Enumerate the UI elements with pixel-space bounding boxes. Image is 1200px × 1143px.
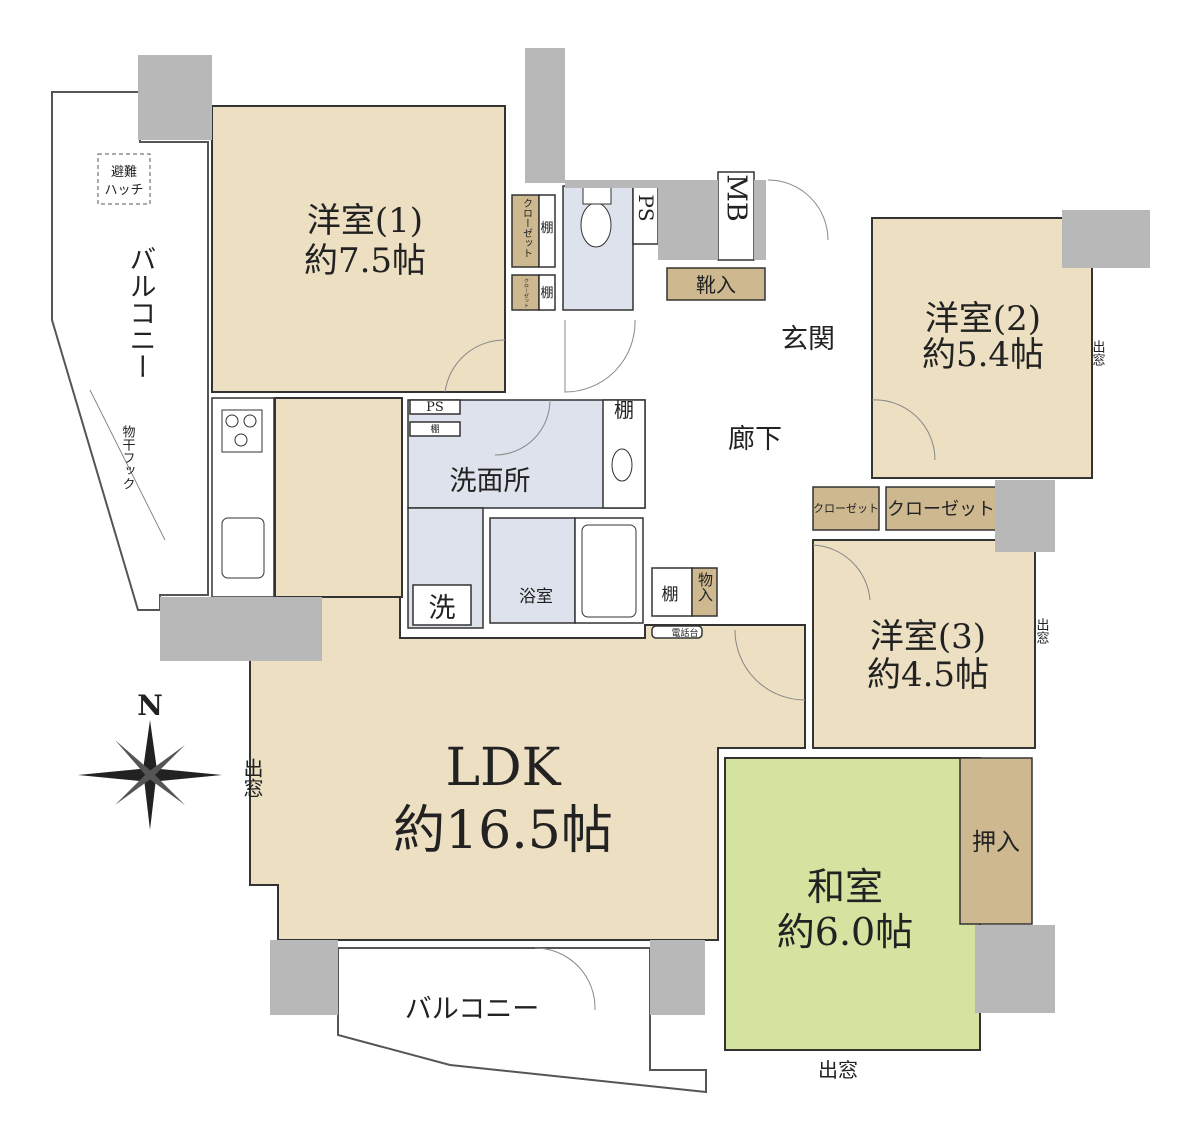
room-japanese-size: 約6.0帖 bbox=[777, 910, 913, 954]
shelf-label: 棚 bbox=[540, 221, 553, 236]
stove-icon bbox=[221, 409, 263, 453]
shelf-label-storage: 棚 bbox=[662, 585, 679, 605]
room-ldk bbox=[249, 596, 806, 941]
room-japanese-name: 和室 bbox=[807, 865, 883, 909]
shelf-label-washroom: 棚 bbox=[430, 423, 439, 435]
storage-label: 物入 bbox=[696, 572, 714, 602]
evac-hatch-label-1: 避難 bbox=[111, 165, 137, 180]
shelf-label: 棚 bbox=[540, 286, 553, 301]
ps-label-washroom: PS bbox=[426, 400, 444, 415]
bay-window-label-w3: 出窓 bbox=[1034, 618, 1050, 644]
shelf-label-hall: 棚 bbox=[614, 398, 634, 422]
mb-label: MB bbox=[721, 174, 752, 222]
oshiire-label: 押入 bbox=[972, 828, 1020, 856]
closet-w3 bbox=[812, 486, 880, 531]
compass-north-label: N bbox=[137, 689, 163, 722]
ps-label: PS bbox=[634, 194, 658, 221]
room-ldk-size: 約16.5帖 bbox=[393, 801, 613, 861]
evac-hatch bbox=[97, 153, 151, 205]
balcony-left-label: バルコニー bbox=[125, 245, 156, 380]
hallway-label: 廊下 bbox=[728, 424, 782, 455]
room-ldk-name: LDK bbox=[445, 738, 561, 798]
room-japanese bbox=[724, 757, 981, 1051]
closet-small-label: クローゼット bbox=[523, 278, 529, 308]
bay-window-label-ldk: 出窓 bbox=[240, 758, 264, 798]
bay-window-label-w2: 出窓 bbox=[1090, 340, 1106, 366]
room-western1 bbox=[211, 105, 506, 393]
entrance-label: 玄関 bbox=[781, 324, 835, 355]
washer-label: 洗 bbox=[429, 593, 456, 624]
closet-w3-label: クローゼット bbox=[813, 502, 879, 515]
kitchen-floor bbox=[274, 397, 403, 598]
shoe-storage-label: 靴入 bbox=[696, 273, 736, 297]
shoe-storage bbox=[666, 267, 766, 301]
closet-label: クローゼット bbox=[521, 198, 533, 258]
bathroom bbox=[489, 517, 576, 624]
compass-icon bbox=[78, 720, 222, 830]
room-western1-size: 約7.5帖 bbox=[304, 241, 426, 281]
room-western2-name: 洋室(2) bbox=[925, 299, 1041, 339]
room-western2-size: 約5.4帖 bbox=[922, 335, 1044, 375]
closet-w2 bbox=[885, 486, 997, 531]
room-western2 bbox=[871, 217, 1093, 479]
sink-icon bbox=[221, 517, 265, 579]
evac-hatch-label-2: ハッチ bbox=[104, 183, 143, 198]
bay-window-label-japanese: 出窓 bbox=[818, 1058, 858, 1082]
washroom-label: 洗面所 bbox=[450, 466, 531, 497]
balcony-bottom-label: バルコニー bbox=[405, 994, 539, 1025]
room-western3-size: 約4.5帖 bbox=[867, 655, 989, 695]
laundry-hook-label: 物干フック bbox=[120, 425, 136, 490]
room-western1-name: 洋室(1) bbox=[307, 201, 423, 241]
closet-w2-label: クローゼット bbox=[887, 499, 995, 520]
oshiire bbox=[959, 757, 1033, 925]
bathroom-label: 浴室 bbox=[519, 587, 553, 607]
room-western3-name: 洋室(3) bbox=[870, 617, 986, 657]
phone-stand-label: 電話台 bbox=[671, 627, 698, 639]
room-western3 bbox=[812, 539, 1036, 749]
toilet-icon bbox=[580, 202, 612, 248]
